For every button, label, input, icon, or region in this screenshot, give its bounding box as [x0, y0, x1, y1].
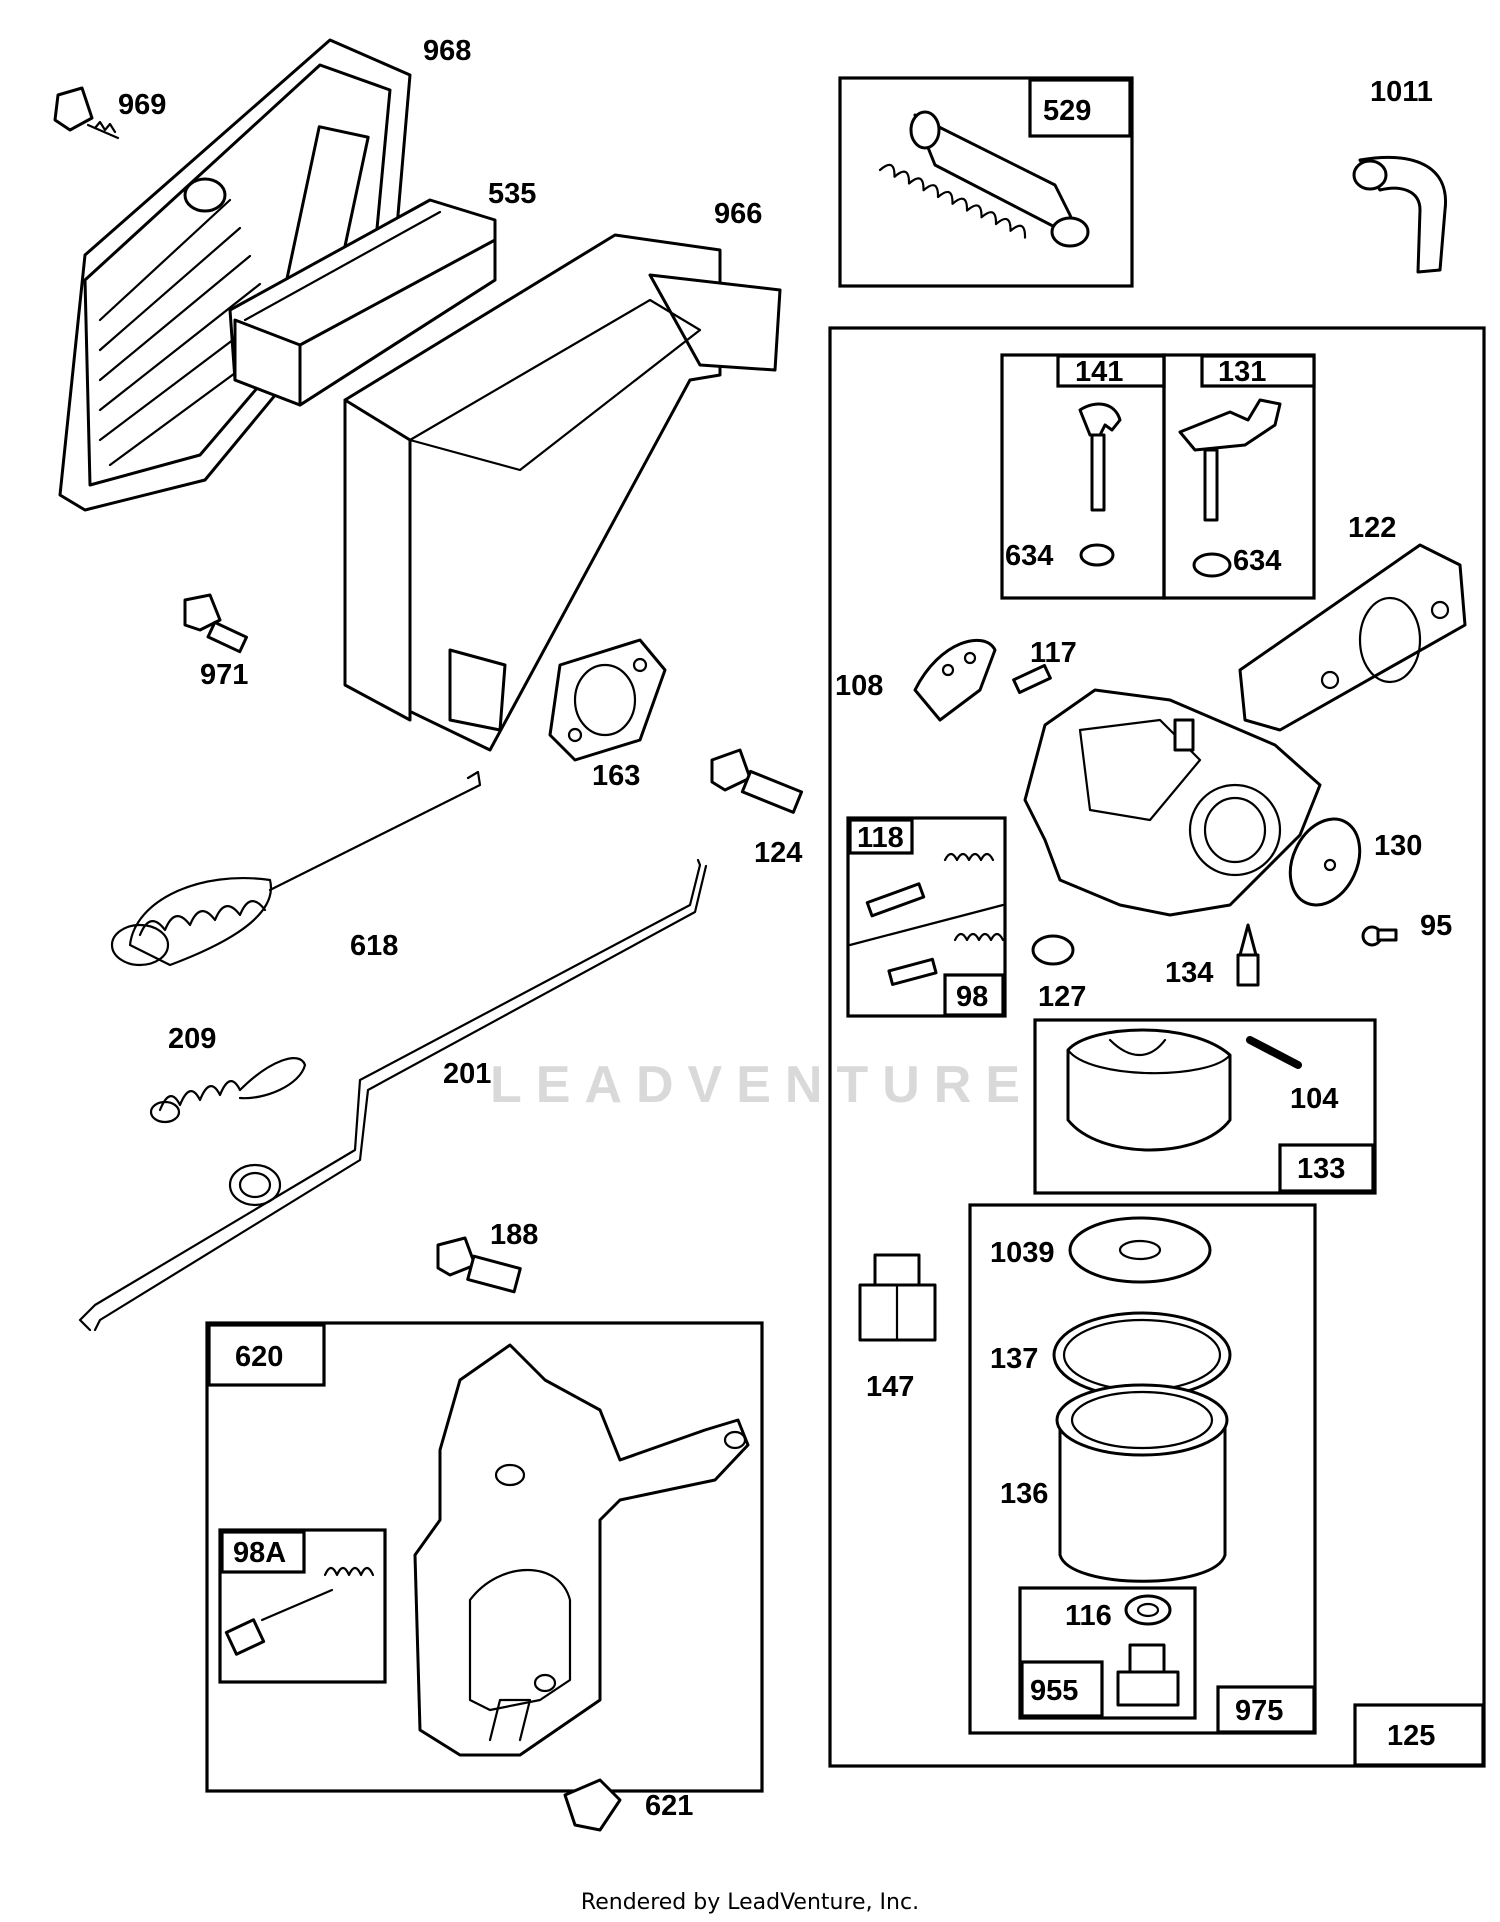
label-188: 188	[490, 1219, 538, 1251]
kit-box-955	[1018, 1586, 1197, 1720]
label-529: 529	[1043, 95, 1091, 127]
screw-95[interactable]	[1361, 925, 1398, 947]
label-163: 163	[592, 760, 640, 792]
label-124: 124	[754, 837, 802, 869]
kit-tag-133	[1278, 1143, 1375, 1193]
idle-mixture-screw-118[interactable]	[865, 852, 995, 918]
throttle-shaft-141[interactable]	[1078, 402, 1122, 567]
label-125: 125	[1387, 1720, 1435, 1752]
screw-spring-98A[interactable]	[224, 1566, 375, 1656]
label-108: 108	[835, 670, 883, 702]
kit-tag-98	[943, 973, 1005, 1017]
kit-tag-141	[1056, 354, 1166, 388]
kit-tag-118	[848, 818, 914, 855]
kit-box-118-98	[846, 816, 1007, 1018]
bolt-188[interactable]	[436, 1236, 522, 1294]
gasket-163[interactable]	[548, 638, 667, 762]
label-618: 618	[350, 930, 398, 962]
label-634-right: 634	[1233, 545, 1281, 577]
label-137: 137	[990, 1343, 1038, 1375]
label-971: 971	[200, 659, 248, 691]
pin-117[interactable]	[1012, 663, 1052, 695]
label-966: 966	[714, 198, 762, 230]
inlet-needle-134[interactable]	[1236, 923, 1260, 987]
label-133: 133	[1297, 1153, 1345, 1185]
label-621: 621	[645, 1790, 693, 1822]
footer-credit: Rendered by LeadVenture, Inc.	[580, 1890, 920, 1915]
kit-tag-529	[1028, 78, 1132, 138]
label-535: 535	[488, 178, 536, 210]
label-136: 136	[1000, 1478, 1048, 1510]
screw-98[interactable]	[887, 932, 1005, 986]
kit-tag-98A	[220, 1530, 306, 1574]
label-975: 975	[1235, 1695, 1283, 1727]
float-bowl-gasket-130[interactable]	[1277, 808, 1373, 917]
control-bracket-620[interactable]	[413, 1343, 750, 1757]
carburetor-body[interactable]	[1023, 688, 1322, 917]
clip-621[interactable]	[563, 1778, 622, 1832]
spring-209[interactable]	[149, 1057, 307, 1124]
label-968: 968	[423, 35, 471, 67]
carburetor-box-125	[828, 326, 1486, 1768]
kit-box-529	[838, 76, 1134, 288]
label-95: 95	[1420, 910, 1452, 942]
bowl-nut-147[interactable]	[858, 1253, 937, 1342]
label-147: 147	[866, 1371, 914, 1403]
kit-box-620	[205, 1321, 764, 1793]
carburetor-tag-125	[1353, 1703, 1485, 1767]
throttle-plate-108[interactable]	[913, 638, 997, 722]
governor-spring-618[interactable]	[110, 770, 482, 967]
governor-link-201[interactable]	[78, 858, 708, 1332]
label-118: 118	[857, 822, 904, 854]
bowl-nut-955[interactable]	[1116, 1643, 1180, 1707]
label-969: 969	[118, 89, 166, 121]
kit-box-975	[968, 1203, 1317, 1735]
label-634-left: 634	[1005, 540, 1053, 572]
choke-shaft-131[interactable]	[1178, 398, 1282, 578]
bolt-124[interactable]	[710, 748, 804, 814]
label-620: 620	[235, 1341, 283, 1373]
float-hinge-pin-104[interactable]	[1246, 1036, 1302, 1069]
air-filter-element-535[interactable]	[228, 198, 497, 407]
gasket-1039[interactable]	[1068, 1216, 1212, 1284]
wing-nut-969[interactable]	[53, 86, 120, 140]
label-1011: 1011	[1370, 76, 1433, 108]
label-122: 122	[1348, 512, 1396, 544]
hose-1011[interactable]	[1352, 155, 1448, 274]
kit-box-133	[1033, 1018, 1377, 1195]
label-131: 131	[1218, 356, 1266, 388]
label-201: 201	[443, 1058, 491, 1090]
kit-tag-955	[1020, 1660, 1104, 1718]
spring-529[interactable]	[878, 162, 1029, 239]
air-cleaner-base-968[interactable]	[58, 38, 412, 512]
label-955: 955	[1030, 1675, 1078, 1707]
kit-tag-620	[207, 1323, 326, 1387]
label-104: 104	[1290, 1083, 1338, 1115]
bolt-971[interactable]	[183, 593, 249, 654]
float-bowl-136[interactable]	[1055, 1383, 1229, 1583]
air-cleaner-cover-966[interactable]	[343, 233, 782, 752]
label-116: 116	[1065, 1600, 1112, 1632]
welch-plug-127[interactable]	[1031, 934, 1075, 966]
float-133[interactable]	[1066, 1028, 1232, 1152]
kit-box-98A	[218, 1528, 387, 1684]
label-98: 98	[956, 981, 988, 1013]
label-134: 134	[1165, 957, 1213, 989]
label-1039: 1039	[990, 1237, 1055, 1269]
kit-tag-131	[1200, 354, 1316, 388]
watermark: LEADVENTURE	[490, 1056, 1035, 1114]
o-ring-137[interactable]	[1052, 1311, 1232, 1399]
kit-divider-118-98	[848, 903, 1005, 947]
washer-116[interactable]	[1124, 1594, 1172, 1626]
carburetor-gasket-122[interactable]	[1238, 543, 1467, 732]
label-209: 209	[168, 1023, 216, 1055]
kit-tag-975	[1216, 1685, 1316, 1734]
label-98A: 98A	[233, 1537, 286, 1569]
label-117: 117	[1030, 637, 1077, 669]
label-127: 127	[1038, 981, 1086, 1013]
tube-529[interactable]	[909, 110, 1090, 248]
label-130: 130	[1374, 830, 1422, 862]
label-141: 141	[1075, 356, 1123, 388]
